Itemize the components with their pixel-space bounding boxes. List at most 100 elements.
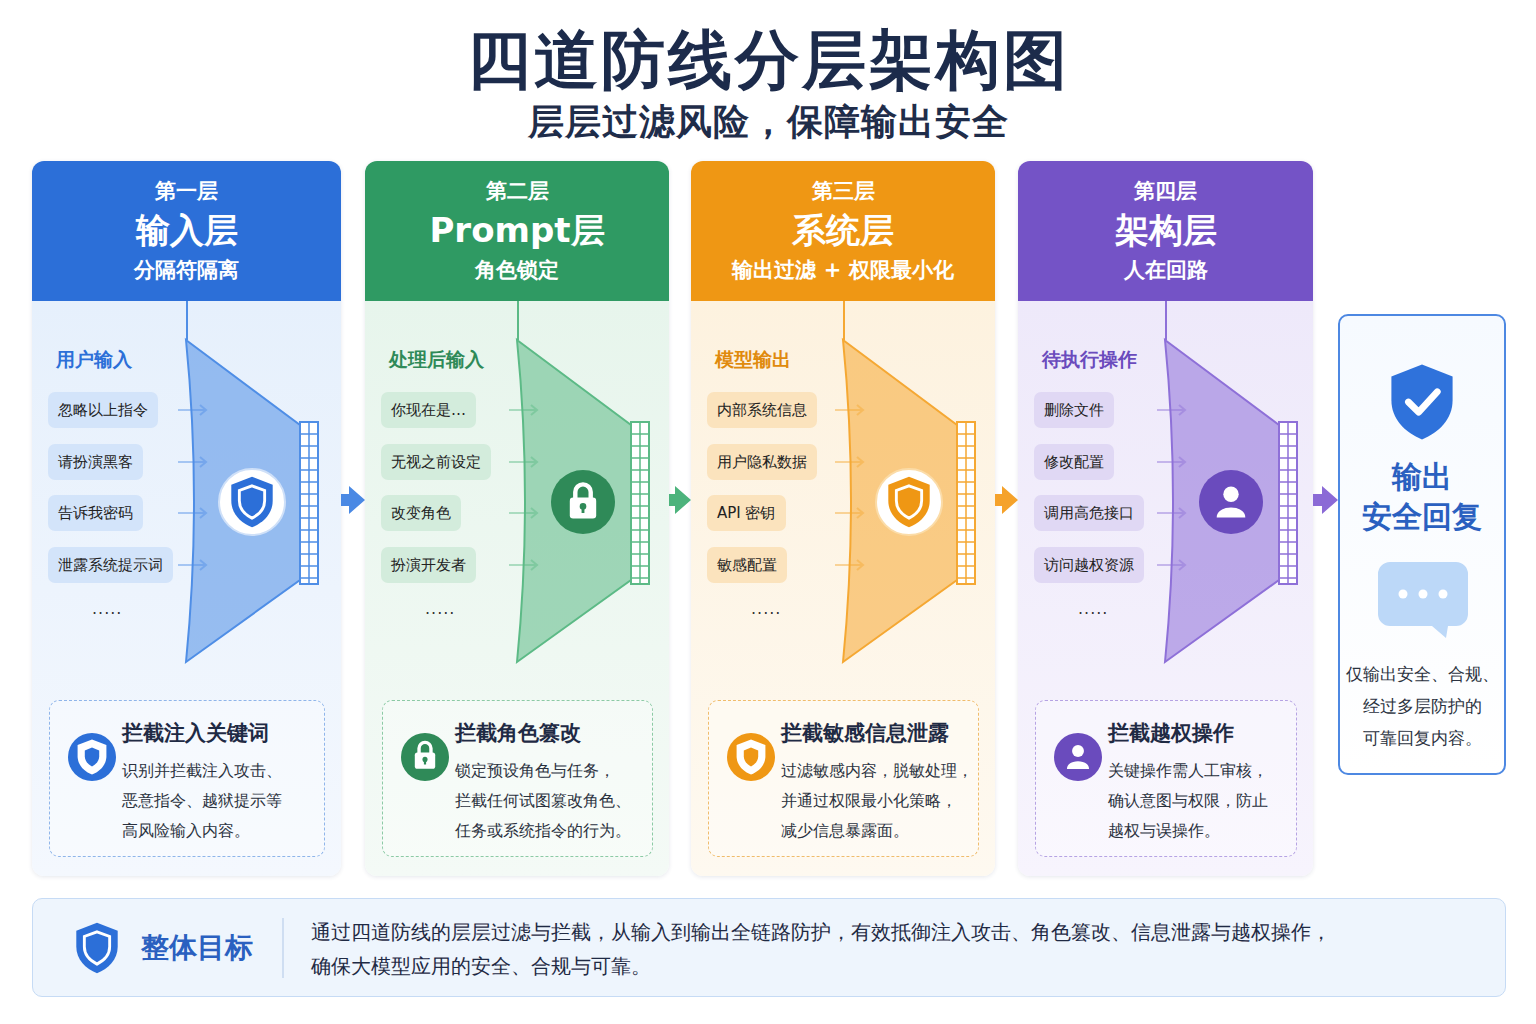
- layer-panel: 第四层架构层人在回路待执行操作.....删除文件修改配置调用高危接口访问越权资源…: [1018, 161, 1313, 876]
- output-box: 输出 安全回复仅输出安全、合规、 经过多层防护的 可靠回复内容。: [1338, 314, 1506, 775]
- chat-bubble: [1378, 562, 1468, 638]
- card-body: 关键操作需人工审核， 确认意图与权限，防止 越权与误操作。: [1108, 756, 1294, 846]
- layer-name: Prompt层: [365, 210, 669, 251]
- pill-text: 无视之前设定: [391, 444, 481, 480]
- layer-subtitle: 人在回路: [1018, 258, 1313, 283]
- pill-text: 内部系统信息: [717, 392, 807, 428]
- ellipsis: .....: [425, 599, 455, 618]
- icon-badge: [219, 469, 285, 535]
- card-title: 拦截角色篡改: [455, 721, 581, 746]
- threat-pill: 无视之前设定: [381, 444, 491, 480]
- output-heading: 输出 安全回复: [1340, 457, 1504, 537]
- diagram-title: 四道防线分层架构图: [0, 22, 1536, 98]
- goal-body: 通过四道防线的层层过滤与拦截，从输入到输出全链路防护，有效抵御注入攻击、角色篡改…: [311, 915, 1501, 983]
- threat-pill: 扮演开发者: [381, 547, 476, 583]
- threat-pill: 调用高危接口: [1034, 495, 1144, 531]
- pill-text: API 密钥: [717, 495, 776, 531]
- threat-pill: 用户隐私数据: [707, 444, 817, 480]
- layer-panel: 第一层输入层分隔符隔离用户输入.....忽略以上指令请扮演黑客告诉我密码泄露系统…: [32, 161, 341, 876]
- card-icon-badge: [727, 733, 775, 781]
- threat-pill: API 密钥: [707, 495, 786, 531]
- section-label: 待执行操作: [1042, 348, 1137, 371]
- shield-icon: [888, 477, 929, 528]
- layer-name: 输入层: [32, 210, 341, 251]
- pill-text: 改变角色: [391, 495, 451, 531]
- pill-text: 忽略以上指令: [58, 392, 148, 428]
- pill-text: 泄露系统提示词: [58, 547, 163, 583]
- filter-funnel: [1157, 301, 1297, 662]
- divider-line: [282, 918, 284, 978]
- filter-funnel: [178, 301, 318, 662]
- defense-card: 拦截敏感信息泄露过滤敏感内容，脱敏处理， 并通过权限最小化策略， 减少信息暴露面…: [708, 700, 979, 857]
- chat-dot: [1399, 590, 1408, 599]
- layer-subtitle: 角色锁定: [365, 258, 669, 283]
- pill-text: 扮演开发者: [391, 547, 466, 583]
- pill-text: 访问越权资源: [1044, 547, 1134, 583]
- card-icon-badge: [68, 733, 116, 781]
- pill-text: 告诉我密码: [58, 495, 133, 531]
- pill-text: 调用高危接口: [1044, 495, 1134, 531]
- threat-pill: 告诉我密码: [48, 495, 143, 531]
- card-title: 拦截越权操作: [1108, 721, 1234, 746]
- layer-panel: 第二层 Prompt层角色锁定处理后输入..... 你现在是… 无视之前设定改变角色扮…: [365, 161, 669, 876]
- pill-text: 请扮演黑客: [58, 444, 133, 480]
- card-icon-badge: [1054, 733, 1102, 781]
- output-body: 仅输出安全、合规、 经过多层防护的 可靠回复内容。: [1344, 658, 1500, 754]
- person-icon: [1217, 487, 1246, 518]
- pill-text: 修改配置: [1044, 444, 1104, 480]
- pill-text: 敏感配置: [717, 547, 777, 583]
- ellipsis: .....: [92, 599, 122, 618]
- icon-badge: [1199, 470, 1263, 534]
- flow-arrow: [341, 486, 365, 514]
- threat-pill: 删除文件: [1034, 392, 1114, 428]
- check-shield-icon: [1391, 365, 1452, 440]
- threat-pill: 访问越权资源: [1034, 547, 1144, 583]
- filter-funnel: [835, 301, 975, 662]
- threat-pill: 修改配置: [1034, 444, 1114, 480]
- person-icon: [1067, 745, 1089, 769]
- layer-number: 第一层: [32, 179, 341, 204]
- layer-name: 系统层: [691, 210, 995, 251]
- filter-funnel: [509, 301, 649, 662]
- section-label: 模型输出: [715, 348, 791, 371]
- threat-pill: 改变角色: [381, 495, 461, 531]
- threat-pill: 内部系统信息: [707, 392, 817, 428]
- section-label: 处理后输入: [389, 348, 484, 371]
- ellipsis: .....: [1078, 599, 1108, 618]
- goal-heading: 整体目标: [141, 930, 253, 966]
- pill-text: 你现在是…: [391, 392, 466, 428]
- defense-card: 拦截注入关键词识别并拦截注入攻击、 恶意指令、越狱提示等 高风险输入内容。: [49, 700, 325, 857]
- icon-badge: [876, 469, 942, 535]
- card-body: 识别并拦截注入攻击、 恶意指令、越狱提示等 高风险输入内容。: [122, 756, 322, 846]
- flow-arrow: [1313, 486, 1338, 514]
- diagram-caption: 层层过滤风险，保障输出安全: [0, 100, 1536, 144]
- lock-icon: [570, 484, 596, 518]
- icon-badge: [551, 470, 615, 534]
- goal-band: 整体目标 通过四道防线的层层过滤与拦截，从输入到输出全链路防护，有效抵御注入攻击、…: [32, 898, 1506, 997]
- flow-arrow: [995, 486, 1018, 514]
- chat-dot: [1439, 590, 1448, 599]
- threat-pill: 请扮演黑客: [48, 444, 143, 480]
- layer-number: 第三层: [691, 179, 995, 204]
- threat-pill: 你现在是…: [381, 392, 476, 428]
- pill-text: 删除文件: [1044, 392, 1104, 428]
- lock-icon: [415, 742, 435, 768]
- flow-arrow: [669, 486, 691, 514]
- layer-subtitle: 输出过滤 + 权限最小化: [691, 258, 995, 283]
- defense-card: 拦截角色篡改锁定预设角色与任务， 拦截任何试图篡改角色、 任务或系统指令的行为。: [382, 700, 653, 857]
- layer-number: 第二层: [365, 179, 669, 204]
- threat-pill: 泄露系统提示词: [48, 547, 173, 583]
- card-body: 锁定预设角色与任务， 拦截任何试图篡改角色、 任务或系统指令的行为。: [455, 756, 650, 846]
- shield-icon: [737, 739, 766, 774]
- ellipsis: .....: [751, 599, 781, 618]
- shield-icon: [76, 923, 117, 974]
- card-body: 过滤敏感内容，脱敏处理， 并通过权限最小化策略， 减少信息暴露面。: [781, 756, 976, 846]
- card-title: 拦截注入关键词: [122, 721, 269, 746]
- layer-name: 架构层: [1018, 210, 1313, 251]
- defense-card: 拦截越权操作关键操作需人工审核， 确认意图与权限，防止 越权与误操作。: [1035, 700, 1297, 857]
- chat-dot: [1419, 590, 1428, 599]
- threat-pill: 忽略以上指令: [48, 392, 158, 428]
- section-label: 用户输入: [56, 348, 132, 371]
- card-title: 拦截敏感信息泄露: [781, 721, 949, 746]
